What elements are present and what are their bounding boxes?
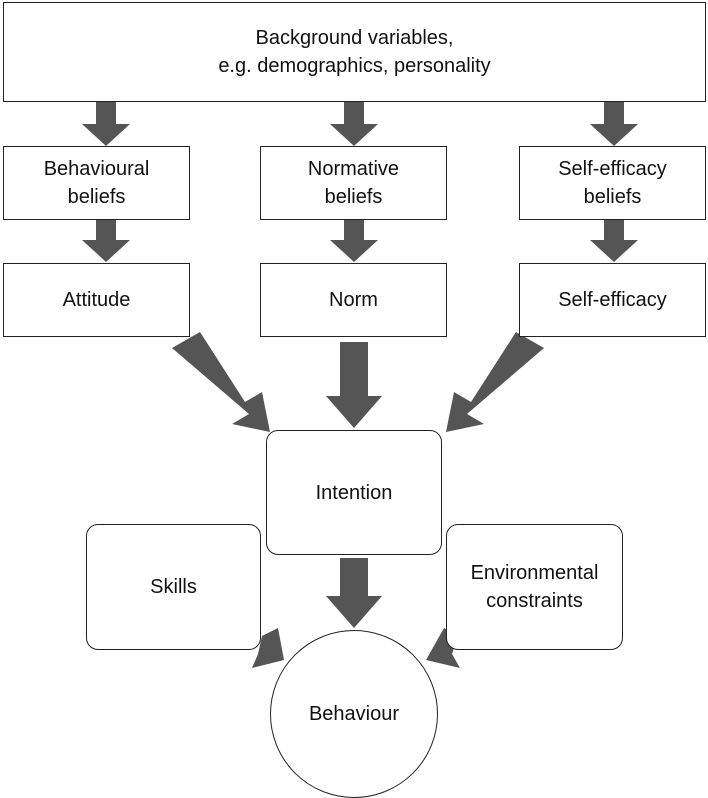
attitude-box: Attitude [3,263,190,337]
environmental-constraints-label: Environmental constraints [470,562,599,612]
self-efficacy-beliefs-label: Self-efficacy beliefs [558,158,667,208]
arrow-behavioural-beliefs-to-attitude [82,220,130,262]
intention-label: Intention [315,481,393,504]
arrow-background-to-behavioural-beliefs [82,102,130,146]
attitude-label: Attitude [62,289,131,311]
self-efficacy-beliefs-box: Self-efficacy beliefs [519,146,706,220]
arrow-skills-to-behaviour [252,628,284,668]
arrow-normative-beliefs-to-norm [330,220,378,262]
arrow-attitude-to-intention [172,332,270,432]
arrow-self-efficacy-to-intention [446,332,544,432]
arrow-self-efficacy-beliefs-to-self-efficacy [590,220,638,262]
normative-beliefs-label: Normative beliefs [307,158,400,208]
self-efficacy-label: Self-efficacy [558,289,667,311]
skills-box: Skills [86,524,261,650]
behaviour-circle: Behaviour [270,630,438,798]
normative-beliefs-box: Normative beliefs [260,146,447,220]
arrow-intention-to-behaviour [326,558,382,628]
arrow-background-to-normative-beliefs [330,102,378,146]
behaviour-label: Behaviour [308,703,400,725]
behavioural-beliefs-label: Behavioural beliefs [43,158,150,208]
intention-box: Intention [266,430,442,555]
arrow-norm-to-intention [326,342,382,428]
norm-box: Norm [260,263,447,337]
norm-label: Norm [329,289,378,311]
arrow-background-to-self-efficacy-beliefs [590,102,638,146]
self-efficacy-box: Self-efficacy [519,263,706,337]
background-variables-box: Background variables, e.g. demographics,… [3,2,706,102]
environmental-constraints-box: Environmental constraints [446,524,623,650]
behavioural-beliefs-box: Behavioural beliefs [3,146,190,220]
skills-label: Skills [150,576,197,598]
background-variables-label: Background variables, e.g. demographics,… [218,27,491,77]
